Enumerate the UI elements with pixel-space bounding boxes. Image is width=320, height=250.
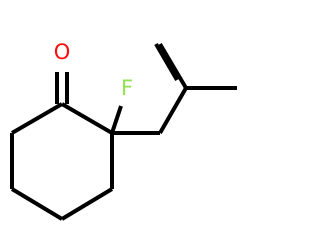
bond-c6-c1 [10,102,64,135]
bond-c4-c5 [10,187,64,221]
bond-alkene-b [154,42,179,82]
bond-c1-c2 [60,102,114,135]
fluorine-atom-label: F [121,76,133,100]
bond-c2-f [110,105,123,134]
bond-ch2-c [158,86,188,135]
bond-c3-c4 [60,187,114,221]
bond-alkene-a [158,42,188,90]
molecule-structure: O F [10,40,237,221]
oxygen-atom-label: O [54,40,71,64]
